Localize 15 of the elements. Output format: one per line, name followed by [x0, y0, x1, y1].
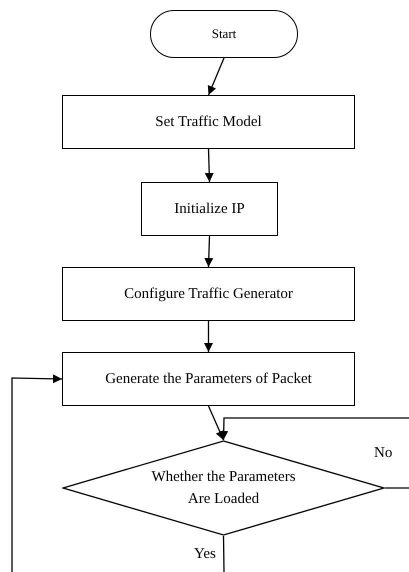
arrow [204, 236, 214, 268]
connector-line [385, 487, 409, 489]
arrow [208, 58, 225, 96]
process-box: Set Traffic Model [62, 95, 355, 149]
process-box: Initialize IP [141, 182, 278, 236]
process-box: Configure Traffic Generator [62, 267, 355, 321]
process-box: Generate the Parameters of Packet [62, 352, 355, 406]
arrow [204, 148, 214, 182]
start-terminal: Start [150, 10, 298, 58]
arrow [219, 417, 409, 440]
decision-text: Whether the Parameters Are Loaded [150, 468, 297, 509]
connector-line [222, 536, 225, 572]
arrow [204, 321, 213, 352]
arrow [11, 374, 62, 572]
arrow [208, 406, 224, 440]
